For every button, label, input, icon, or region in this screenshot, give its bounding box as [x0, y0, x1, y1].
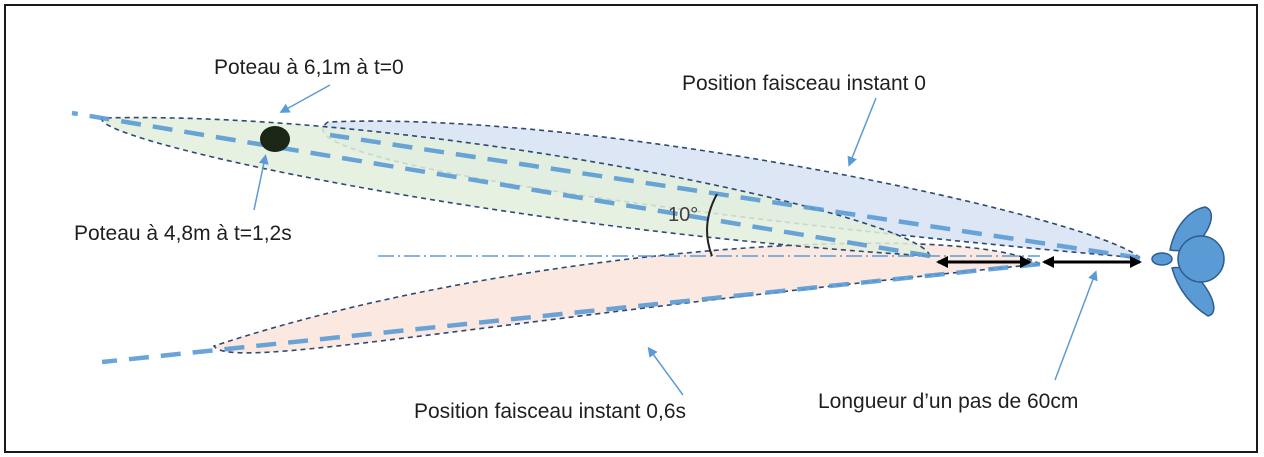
- label-angle: 10°: [668, 204, 699, 226]
- label-beam-t06: Position faisceau instant 0,6s: [414, 400, 686, 423]
- callout-pole-t12: [253, 154, 269, 211]
- label-pole-t0: Poteau à 6,1m à t=0: [214, 56, 404, 79]
- label-pole-t12: Poteau à 4,8m à t=1,2s: [74, 222, 292, 245]
- beam-instant-06: [101, 242, 1043, 365]
- callout-beam-t06: [647, 346, 684, 396]
- callout-step: [1054, 270, 1098, 381]
- person-icon: [1151, 206, 1225, 317]
- angle-arc: [706, 193, 718, 257]
- callout-pole-t0: [279, 84, 331, 113]
- pole-icon: [260, 126, 290, 152]
- callout-beam-t0: [847, 97, 877, 167]
- beam-instant-12: [71, 110, 932, 259]
- label-beam-t0: Position faisceau instant 0: [682, 72, 926, 95]
- beam-axis-0: [329, 132, 1141, 261]
- label-step-length: Longueur d’un pas de 60cm: [818, 390, 1079, 413]
